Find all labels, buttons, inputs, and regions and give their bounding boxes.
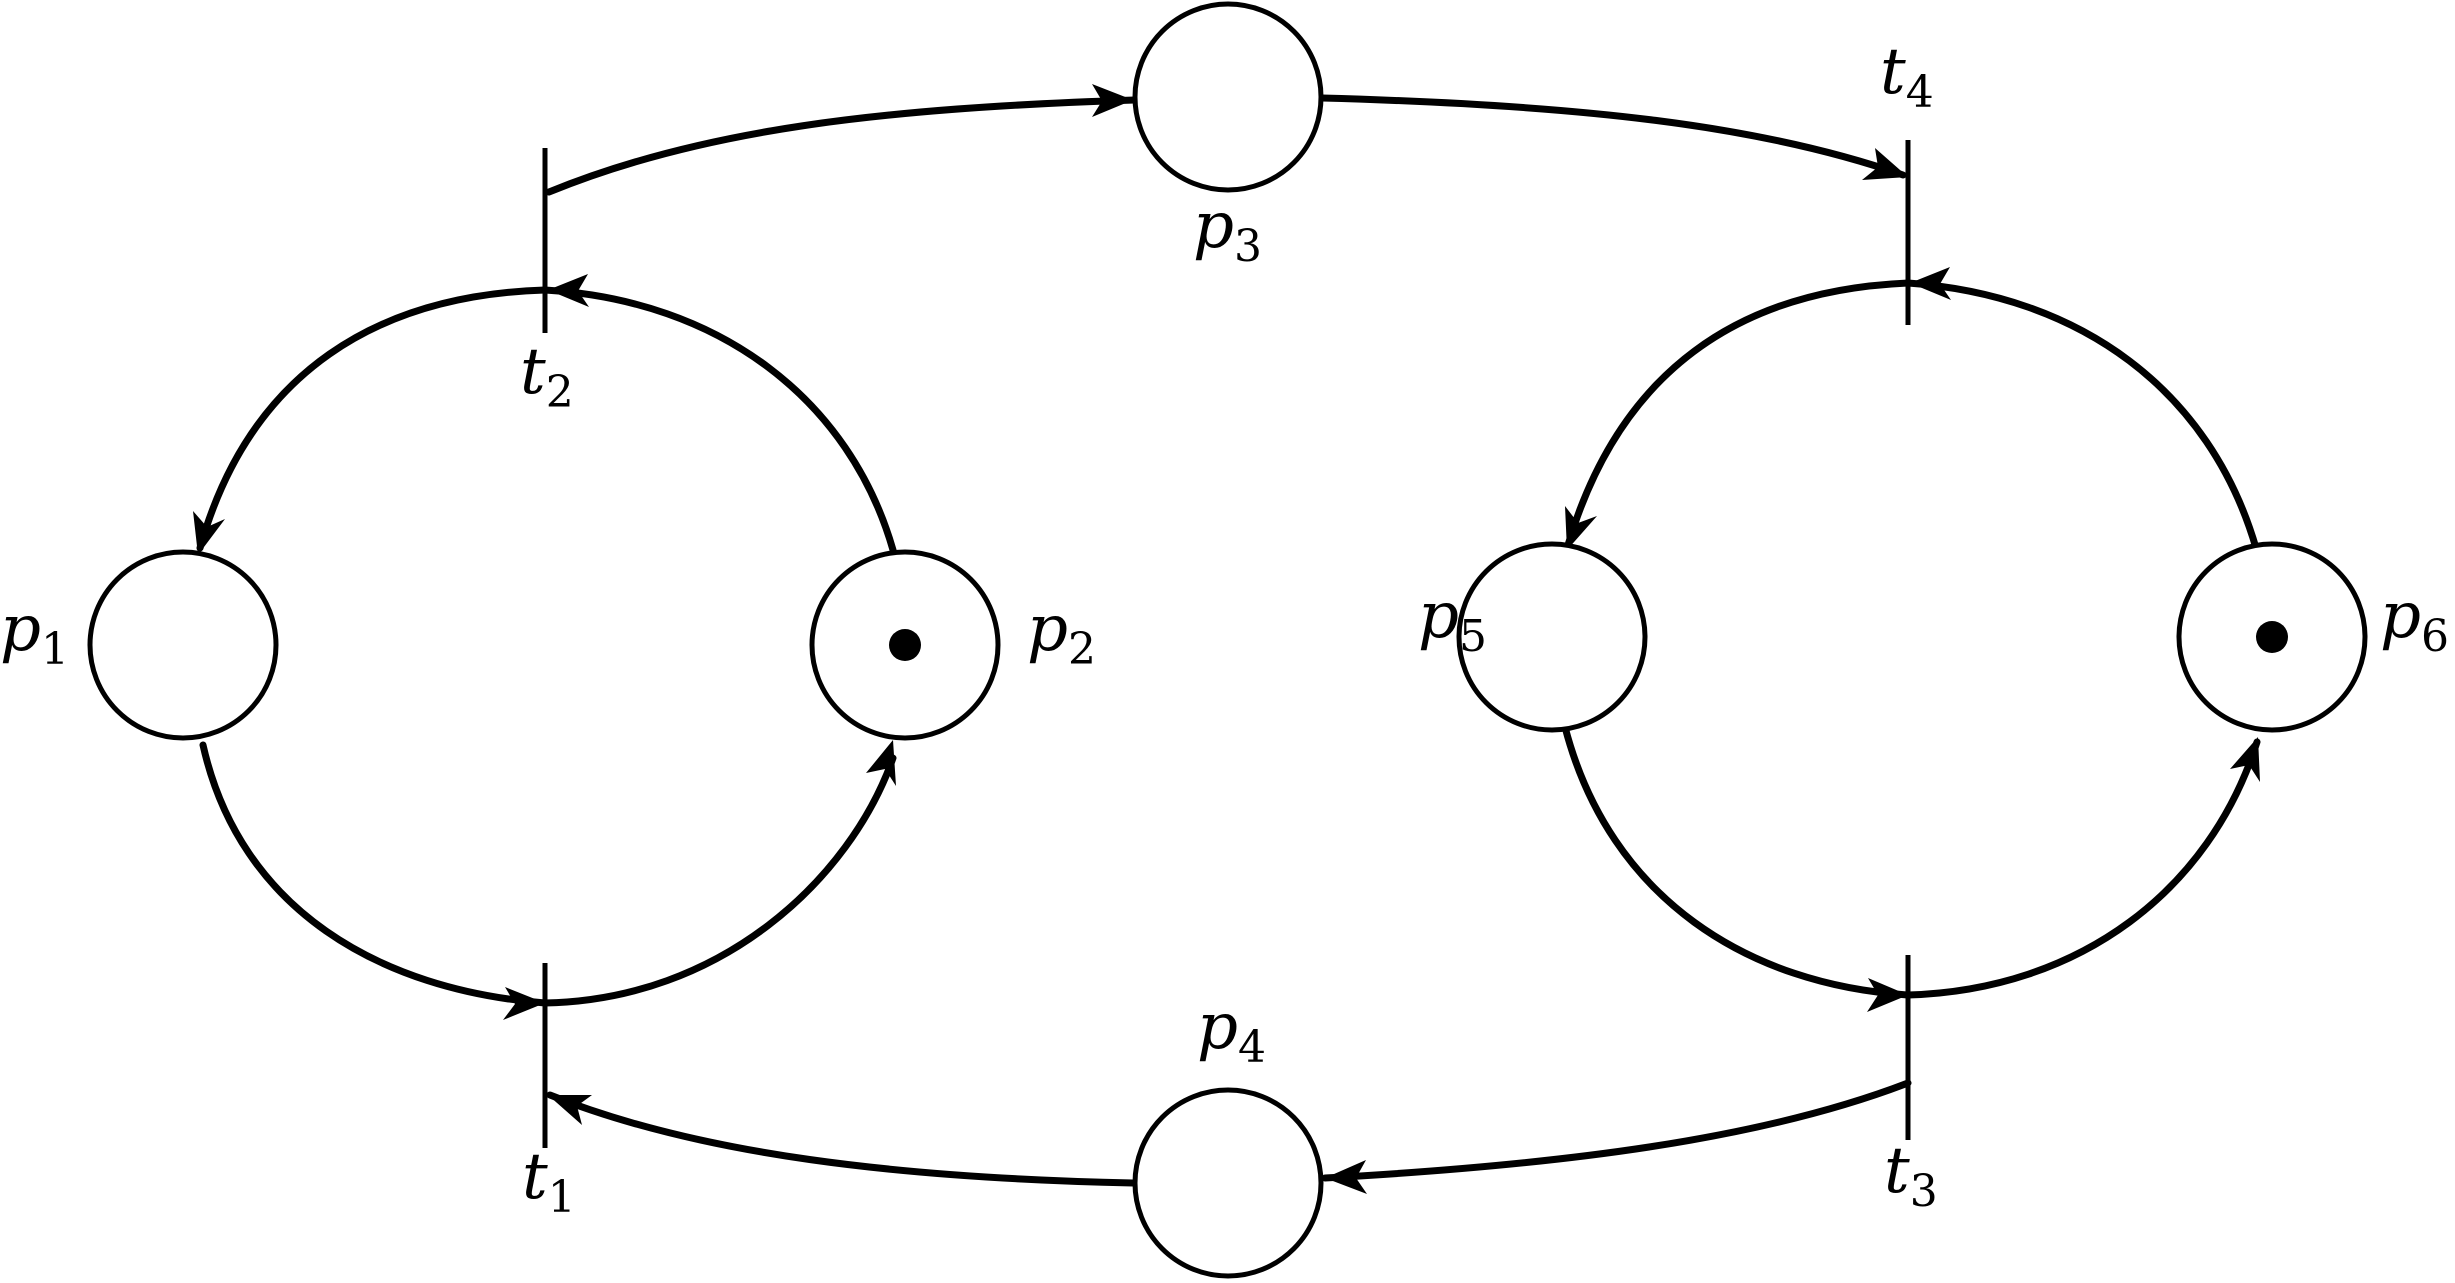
label-t4: t4 [1880,35,1934,118]
arc-t2-p3 [545,96,1139,196]
arc-p3-t4 [1318,94,1907,179]
place-p5 [1456,541,1648,733]
arc-t2-p1 [196,286,549,552]
arrowhead-into-p6 [2230,737,2260,782]
label-p5: p5 [1418,579,1487,662]
arrowhead-into-t4-from-p3 [1862,148,1908,180]
arc-t3-p6 [1904,738,2261,999]
arrowhead-into-t4-from-p6 [1910,267,1951,300]
arrowhead-into-p1 [193,511,225,555]
arrowhead-into-p5 [1565,506,1597,550]
arrowhead-into-p2 [866,740,896,786]
place-p4 [1132,1087,1324,1279]
arrowhead-into-t1-from-p1 [503,987,545,1020]
arrowhead-into-t1-from-p4 [548,1095,592,1125]
label-p2: p2 [1027,592,1096,675]
arc-t3-p4 [1321,1079,1912,1182]
label-p6: p6 [2380,579,2449,662]
arc-p1-t1 [199,741,549,1007]
arc-t1-p2 [541,754,897,1007]
arc-p2-t2 [541,286,897,554]
arc-p4-t1 [546,1091,1137,1187]
arrowhead-into-p4 [1325,1160,1367,1194]
arc-p6-t4 [1904,279,2260,552]
arrowhead-into-t2 [548,274,589,307]
place-p3 [1132,1,1324,193]
label-p3: p3 [1193,189,1262,272]
label-p1: p1 [0,592,69,675]
place-p1 [87,549,279,741]
label-p4: p4 [1197,990,1266,1073]
arc-p5-t3 [1561,723,1912,999]
arc-t4-p5 [1564,279,1912,549]
label-t3: t3 [1884,1134,1938,1217]
token-p2 [889,629,921,661]
arrowhead-into-t3 [1867,978,1908,1012]
label-t1: t1 [522,1140,576,1223]
token-p6 [2256,621,2288,653]
label-t2: t2 [520,335,574,418]
arrowhead-into-p3 [1092,84,1133,117]
